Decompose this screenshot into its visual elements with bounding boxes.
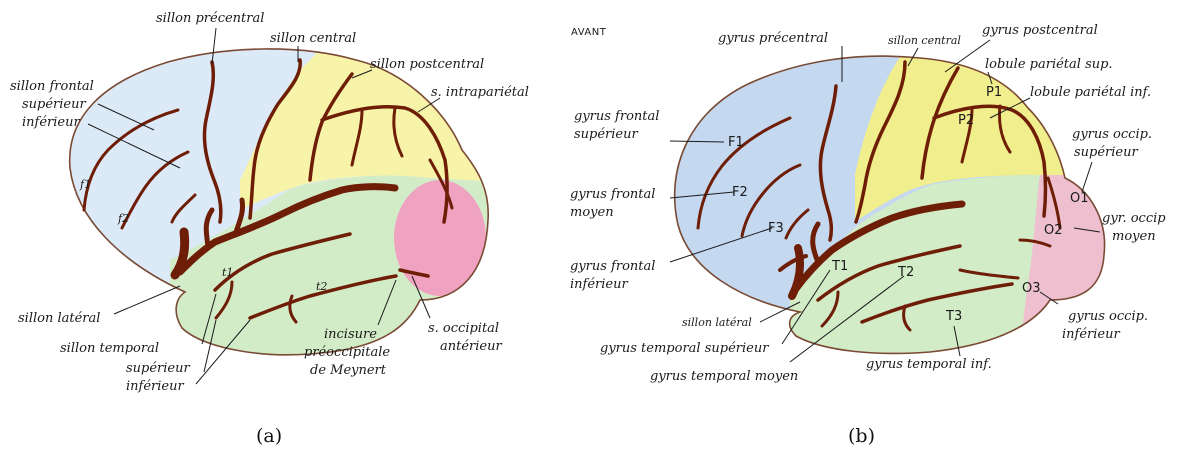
caption-a: (a): [256, 425, 282, 447]
label-lobule-parietal-inf: lobule pariétal inf.: [1030, 85, 1151, 100]
label-P1: P1: [986, 85, 1002, 100]
label-sillon-frontal-inferieur: inférieur: [22, 115, 80, 130]
label-T1: T1: [831, 259, 848, 274]
label-gyrus-occip-sup-1: gyrus occip.: [1072, 127, 1152, 142]
label-t2: t2: [316, 280, 327, 293]
label-gyrus-frontal-moy-1: gyrus frontal: [570, 187, 655, 202]
label-incisure-2: préoccipitale: [304, 345, 390, 360]
label-f1: f1: [79, 178, 91, 191]
label-gyrus-frontal-inf-1: gyrus frontal: [570, 259, 655, 274]
label-sillon-lateral-b: sillon latéral: [682, 316, 752, 329]
label-F2: F2: [732, 185, 748, 200]
label-O1: O1: [1070, 191, 1089, 206]
label-gyrus-precentral: gyrus précentral: [718, 31, 828, 46]
label-gyrus-frontal-sup-2: supérieur: [574, 127, 638, 142]
label-gyrus-frontal-inf-2: inférieur: [570, 277, 628, 292]
label-sillon-precentral: sillon précentral: [156, 11, 264, 26]
label-gyr-occip-moy-2: moyen: [1112, 229, 1156, 244]
label-sillon-lateral: sillon latéral: [18, 311, 100, 326]
label-incisure-3: de Meynert: [310, 363, 387, 378]
label-s-occipital-2: antérieur: [440, 339, 502, 354]
panel-a: sillon précentral sillon central sillon …: [10, 11, 529, 447]
label-T2: T2: [897, 265, 914, 280]
label-F3: F3: [768, 221, 784, 236]
label-sillon-central-b: sillon central: [888, 34, 961, 47]
label-sillon-central: sillon central: [270, 31, 356, 46]
label-s-occipital-1: s. occipital: [428, 321, 499, 336]
label-gyrus-temporal-moyen: gyrus temporal moyen: [650, 369, 798, 384]
label-sillon-postcentral: sillon postcentral: [370, 57, 484, 72]
label-f2: f2: [117, 212, 129, 225]
label-gyrus-frontal-sup-1: gyrus frontal: [574, 109, 659, 124]
caption-b: (b): [848, 425, 875, 447]
label-avant: AVANT: [571, 27, 607, 38]
label-sillon-temporal-inferieur: inférieur: [126, 379, 184, 394]
label-sillon-frontal: sillon frontal: [10, 79, 94, 94]
label-O2: O2: [1044, 223, 1063, 238]
panel-a-occipital-lobe: [394, 180, 486, 296]
label-P2: P2: [958, 113, 974, 128]
label-sillon-temporal: sillon temporal: [60, 341, 159, 356]
label-gyrus-temporal-sup: gyrus temporal supérieur: [600, 341, 769, 356]
label-F1: F1: [728, 135, 744, 150]
label-sillon-frontal-superieur: supérieur: [22, 97, 86, 112]
label-T3: T3: [945, 309, 962, 324]
label-gyrus-occip-inf-2: inférieur: [1062, 327, 1120, 342]
label-sillon-temporal-superieur: supérieur: [126, 361, 190, 376]
label-t1: t1: [222, 266, 233, 279]
label-gyrus-occip-sup-2: supérieur: [1074, 145, 1138, 160]
label-gyr-occip-moy-1: gyr. occip: [1102, 211, 1166, 226]
label-s-intraparietal: s. intrapariétal: [431, 85, 529, 100]
label-lobule-parietal-sup: lobule pariétal sup.: [985, 57, 1113, 72]
label-gyrus-temporal-inf: gyrus temporal inf.: [866, 357, 992, 372]
label-gyrus-frontal-moy-2: moyen: [570, 205, 614, 220]
panel-b: AVANT gyrus précentral sillon central gy…: [570, 23, 1166, 447]
label-gyrus-occip-inf-1: gyrus occip.: [1068, 309, 1148, 324]
label-gyrus-postcentral: gyrus postcentral: [982, 23, 1098, 38]
label-incisure-1: incisure: [324, 327, 377, 342]
label-O3: O3: [1022, 281, 1041, 296]
